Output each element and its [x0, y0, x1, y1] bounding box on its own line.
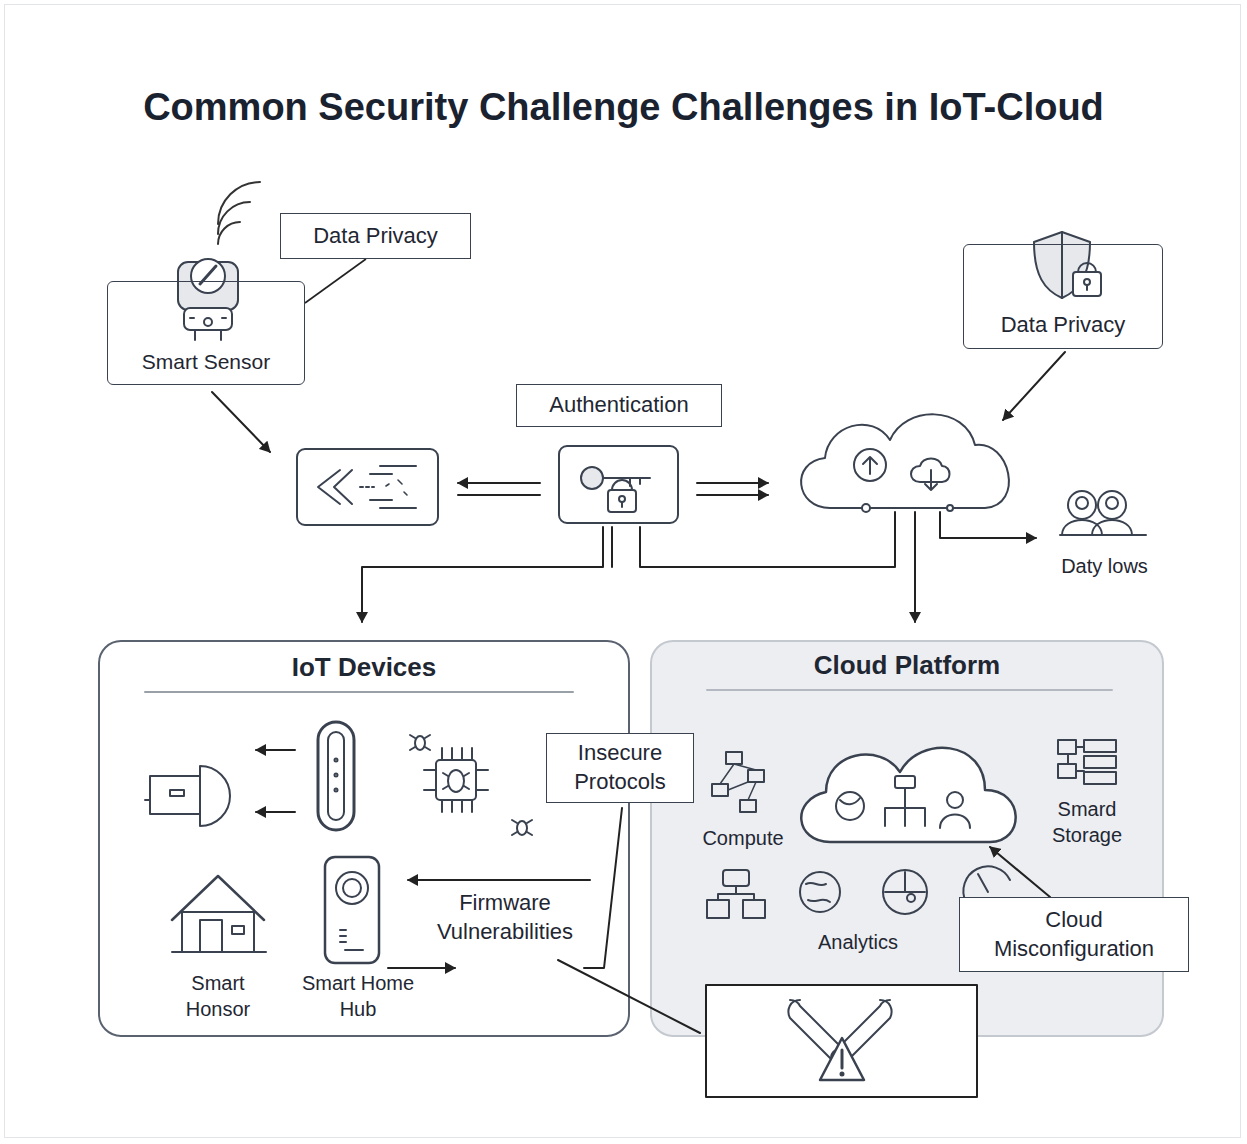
- text-label: Analytics: [800, 929, 916, 955]
- text-label: Smard Storage: [1030, 796, 1144, 848]
- diagram-title: Common Security Challenge Challenges in …: [60, 86, 1187, 129]
- device-box: Smart Sensor: [107, 281, 305, 385]
- text-label: Daty lows: [1042, 553, 1167, 579]
- node-text: Authentication: [549, 391, 688, 420]
- node-text: Smart Sensor: [142, 348, 270, 375]
- label-box: Data Privacy: [280, 213, 471, 259]
- text-label: Compute: [688, 825, 798, 851]
- node-text: IoT Devices: [292, 651, 437, 685]
- node-text: Data Privacy: [313, 222, 438, 251]
- label-box: Authentication: [516, 384, 722, 427]
- text-label: Smart Home Hub: [290, 970, 426, 1022]
- text-label: Firmware Vulnerabilities: [420, 889, 590, 946]
- callout-box: Insecure Protocols: [546, 733, 694, 803]
- node-text: Cloud Misconfiguration: [966, 906, 1182, 963]
- node-text: Insecure Protocols: [553, 739, 687, 796]
- node-text: Cloud Platform: [814, 649, 1000, 683]
- callout-box: Cloud Misconfiguration: [959, 897, 1189, 972]
- privacy-box: Data Privacy: [963, 244, 1163, 349]
- text-label: Smart Honsor: [160, 970, 276, 1022]
- node-text: Data Privacy: [1001, 311, 1126, 340]
- connector-line: [305, 259, 366, 303]
